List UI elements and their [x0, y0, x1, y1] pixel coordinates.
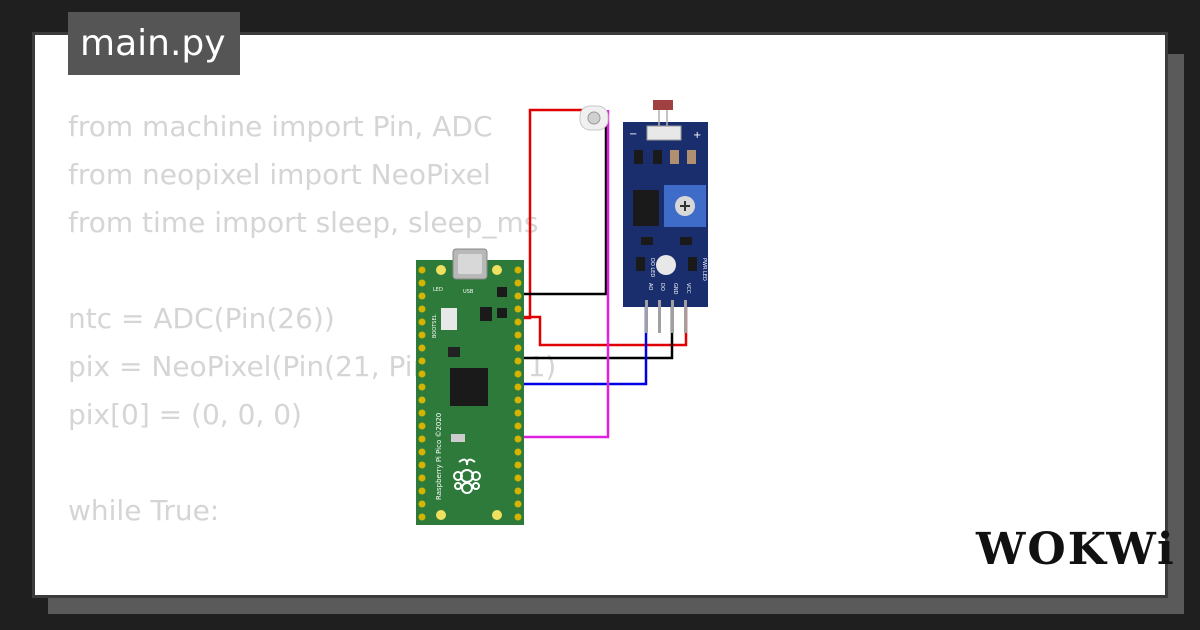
pico-led-label: LED: [433, 287, 443, 293]
file-tab-label: main.py: [80, 23, 226, 64]
sensor-pin-gnd: GND: [672, 283, 678, 295]
bootsel-button: [441, 308, 457, 330]
code-area: from machine import Pin, ADC from neopix…: [35, 35, 1165, 595]
wire-black-neopixel-gnd[interactable]: [514, 122, 608, 296]
pico-usb-label: USB: [463, 289, 474, 295]
rp2040-chip: [450, 368, 488, 406]
code-line: while True:: [68, 494, 220, 527]
code-line: pix[0] = (255, 255, 255): [68, 583, 556, 595]
pico-model-label: Raspberry Pi Pico ©2020: [435, 413, 443, 500]
sensor-pwr-led-label: PWR LED: [701, 258, 707, 281]
code-listing: from machine import Pin, ADC from neopix…: [68, 103, 556, 595]
sensor-pin-do: DO: [659, 283, 665, 291]
wire-black-gnd[interactable]: [514, 305, 674, 360]
pico-pins-right: [514, 266, 522, 521]
raspberry-icon: [453, 458, 481, 494]
comparator-chip: [633, 190, 659, 226]
wire-magenta-din[interactable]: [514, 110, 610, 439]
code-line: ntc = ADC(Pin(26)): [68, 302, 335, 335]
code-line: pix[0] = (0, 0, 0): [68, 398, 302, 431]
pico-pins-left: [418, 266, 426, 521]
file-tab[interactable]: main.py: [68, 12, 240, 75]
sensor-pin-vcc: VCC: [685, 283, 691, 294]
photoresistor: [653, 100, 673, 110]
code-line: from neopixel import NeoPixel: [68, 158, 491, 191]
pico-board[interactable]: LED USB BOOTSEL Raspberry Pi Pico ©2020: [416, 248, 524, 525]
sensor-pin-minus: −: [629, 129, 637, 140]
neopixel[interactable]: [579, 105, 609, 131]
sensor-do-led-label: DO LED: [649, 258, 655, 277]
sensor-header-pins: [645, 300, 687, 333]
sensor-pin-ao: AO: [647, 283, 653, 290]
wire-red-neopixel[interactable]: [514, 108, 590, 320]
sensor-pin-plus: +: [693, 130, 701, 141]
pico-mount-holes: [436, 265, 502, 520]
code-line: from time import sleep, sleep_ms: [68, 206, 539, 239]
pico-bootsel-label: BOOTSEL: [432, 314, 438, 338]
wokwi-logo: WOKWi: [976, 524, 1176, 575]
code-line: from machine import Pin, ADC: [68, 110, 493, 143]
light-sensor-module[interactable]: − + DO LED PWR LED AO DO GND VCC: [623, 100, 708, 333]
